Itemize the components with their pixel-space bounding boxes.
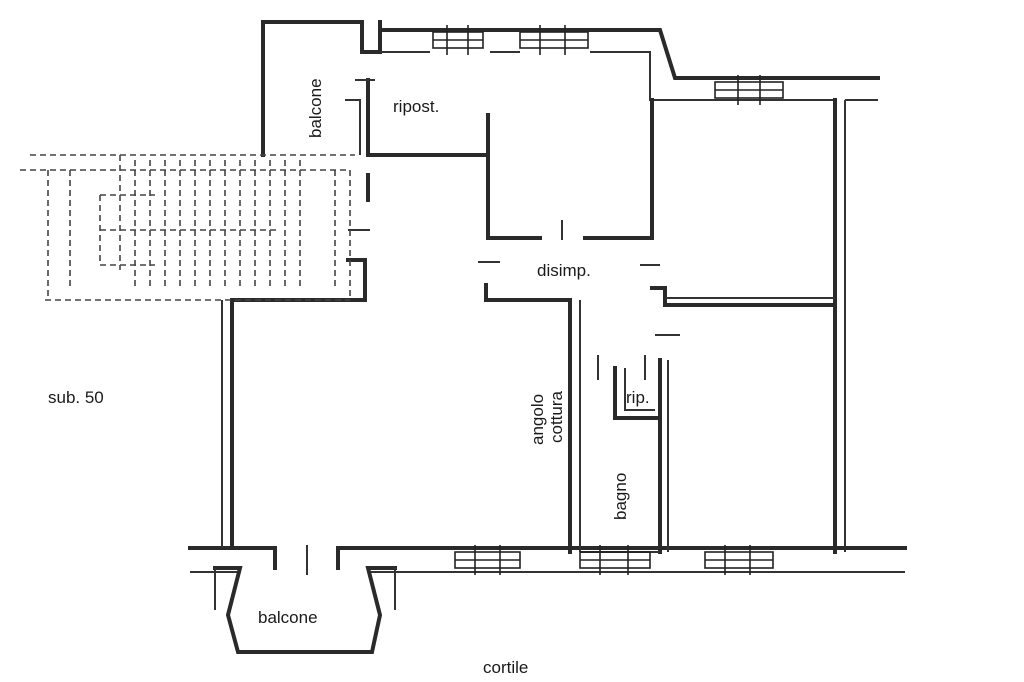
label-ripost: ripost. xyxy=(393,97,439,116)
label-angolo: angolo xyxy=(528,394,547,445)
label-balcone-top: balcone xyxy=(306,78,325,138)
label-cortile: cortile xyxy=(483,658,528,677)
windows xyxy=(432,25,784,575)
label-cottura: cottura xyxy=(547,390,566,443)
staircase xyxy=(20,154,355,301)
label-rip: rip. xyxy=(626,388,650,407)
interior-walls xyxy=(230,78,837,554)
label-balcone-bottom: balcone xyxy=(258,608,318,627)
label-sub: sub. 50 xyxy=(48,388,104,407)
label-bagno: bagno xyxy=(611,473,630,520)
label-disimp: disimp. xyxy=(537,261,591,280)
bottom-balcony xyxy=(213,545,397,654)
